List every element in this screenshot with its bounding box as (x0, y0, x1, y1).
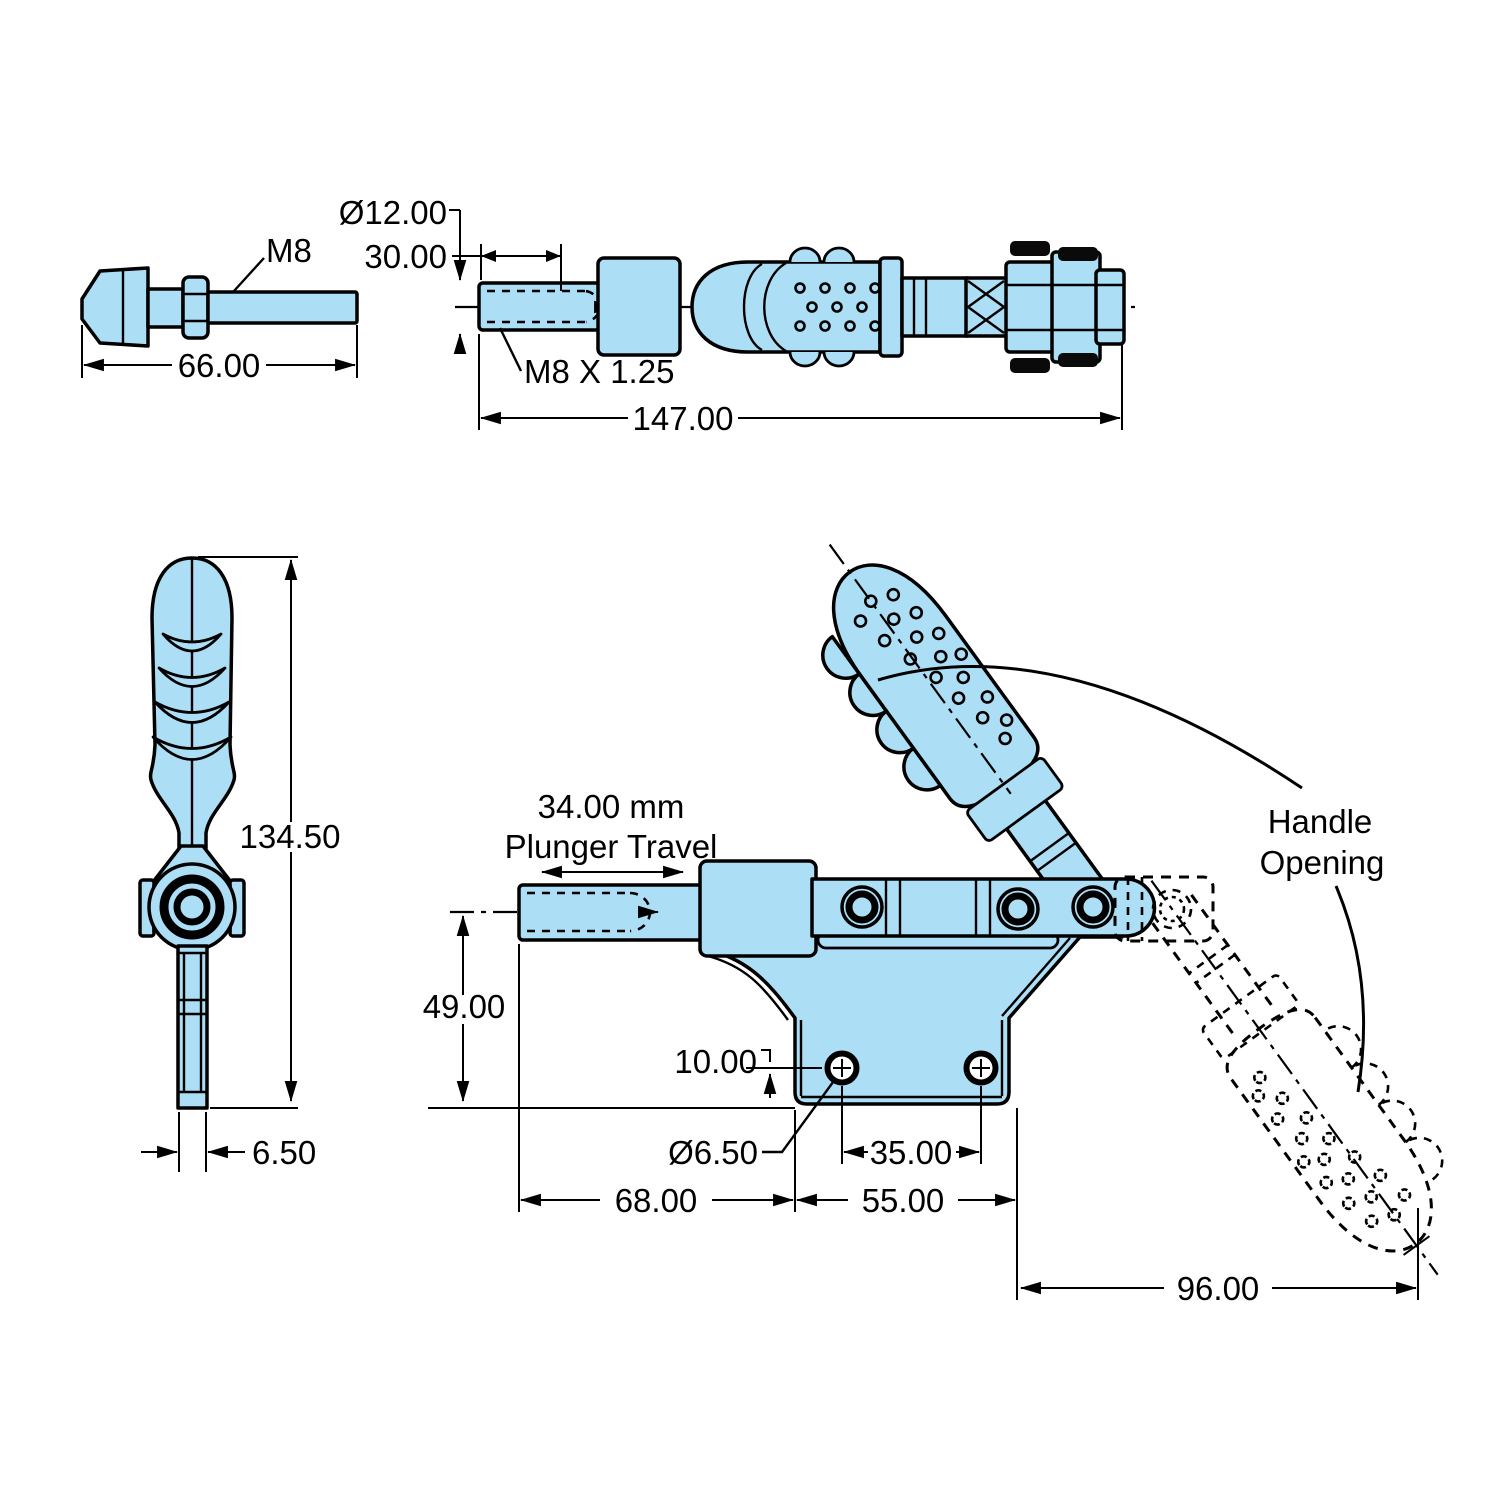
grip-knurl-dots-top-view (794, 282, 881, 332)
plunger-diameter-dim: Ø12.00 (339, 194, 447, 231)
base-height-dim: 49.00 (423, 988, 506, 1025)
plunger-travel-value: 34.00 mm (538, 788, 685, 825)
plunger-to-base-dim: 68.00 (615, 1182, 698, 1219)
thread-spec-label: M8 X 1.25 (524, 353, 674, 390)
handle-reach-dim: 96.00 (1177, 1270, 1260, 1307)
thread-length-dim: 30.00 (364, 238, 447, 275)
hole-offset-dim: 10.00 (674, 1043, 757, 1080)
base-length-dim: 55.00 (862, 1182, 945, 1219)
hole-spacing-dim: 35.00 (870, 1134, 953, 1171)
handle-open (1150, 880, 1444, 1276)
top-view: Ø12.00 30.00 M8 X 1.25 147.00 (339, 194, 1135, 437)
spindle-view: M8 66.00 (80, 232, 359, 384)
spindle-length-dim: 66.00 (178, 347, 261, 384)
handle-open-pivot (1113, 875, 1215, 943)
handle-opening-label-1: Handle (1268, 803, 1373, 840)
handle-opening-label-2: Opening (1260, 844, 1385, 881)
overall-height-dim: 134.50 (240, 818, 341, 855)
plunger-travel-caption: Plunger Travel (505, 828, 718, 865)
side-view: Handle Opening 34.00 mm Plunger Travel 4… (423, 543, 1444, 1307)
grip-knurl-dots-open (1251, 1070, 1412, 1229)
overall-length-dim: 147.00 (633, 400, 734, 437)
spindle-thread-label: M8 (266, 232, 312, 269)
rod-width-dim: 6.50 (252, 1134, 316, 1171)
mounting-hole-diameter-dim: Ø6.50 (668, 1134, 758, 1171)
front-view: 134.50 6.50 (138, 556, 341, 1172)
grip-knurl-dots (853, 587, 1014, 746)
